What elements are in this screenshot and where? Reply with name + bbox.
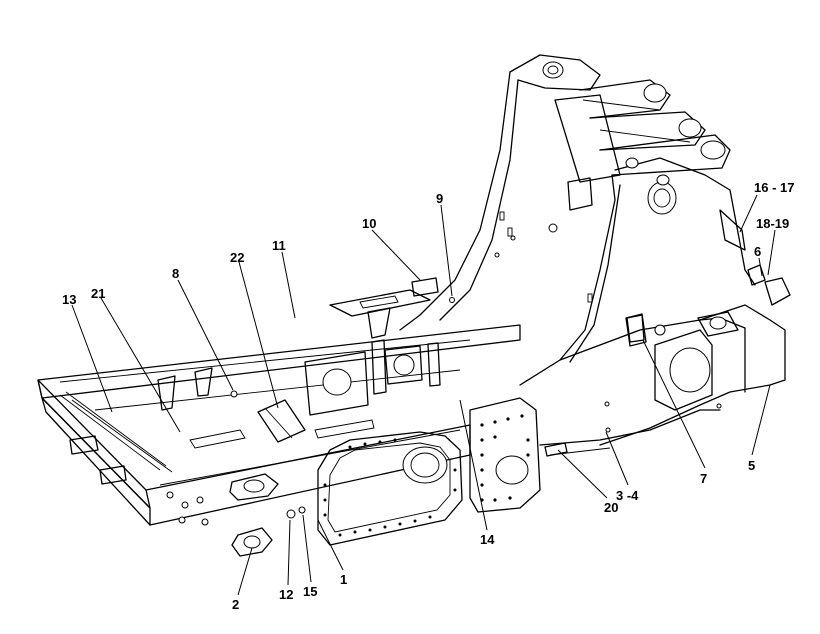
top-bracket <box>329 277 455 339</box>
callout-16-17: 16 - 17 <box>754 180 794 195</box>
base-frame <box>37 324 521 557</box>
side-panel <box>317 431 463 546</box>
callout-14: 14 <box>480 532 495 547</box>
callout-18-19: 18-19 <box>756 216 789 231</box>
callout-10: 10 <box>362 216 376 231</box>
perforated-bracket <box>469 397 541 513</box>
rear-housing <box>539 209 791 457</box>
upright-tower <box>399 54 756 386</box>
callout-3-4: 3 -4 <box>616 488 639 503</box>
callout-8: 8 <box>172 266 179 281</box>
callout-15: 15 <box>303 584 317 599</box>
callout-12: 12 <box>279 587 293 602</box>
callout-1: 1 <box>340 572 347 587</box>
callouts: 1 2 3 -4 5 6 7 8 9 10 11 12 13 14 15 16 … <box>62 180 794 612</box>
inner-members <box>157 339 441 449</box>
leader-lines <box>71 194 776 596</box>
callout-11: 11 <box>272 238 286 253</box>
callout-21: 21 <box>91 286 105 301</box>
callout-20: 20 <box>604 500 618 515</box>
callout-7: 7 <box>700 471 707 486</box>
callout-9: 9 <box>436 191 443 206</box>
callout-22: 22 <box>230 250 244 265</box>
callout-5: 5 <box>748 458 755 473</box>
callout-6: 6 <box>754 244 761 259</box>
callout-2: 2 <box>232 597 239 612</box>
callout-13: 13 <box>62 292 76 307</box>
